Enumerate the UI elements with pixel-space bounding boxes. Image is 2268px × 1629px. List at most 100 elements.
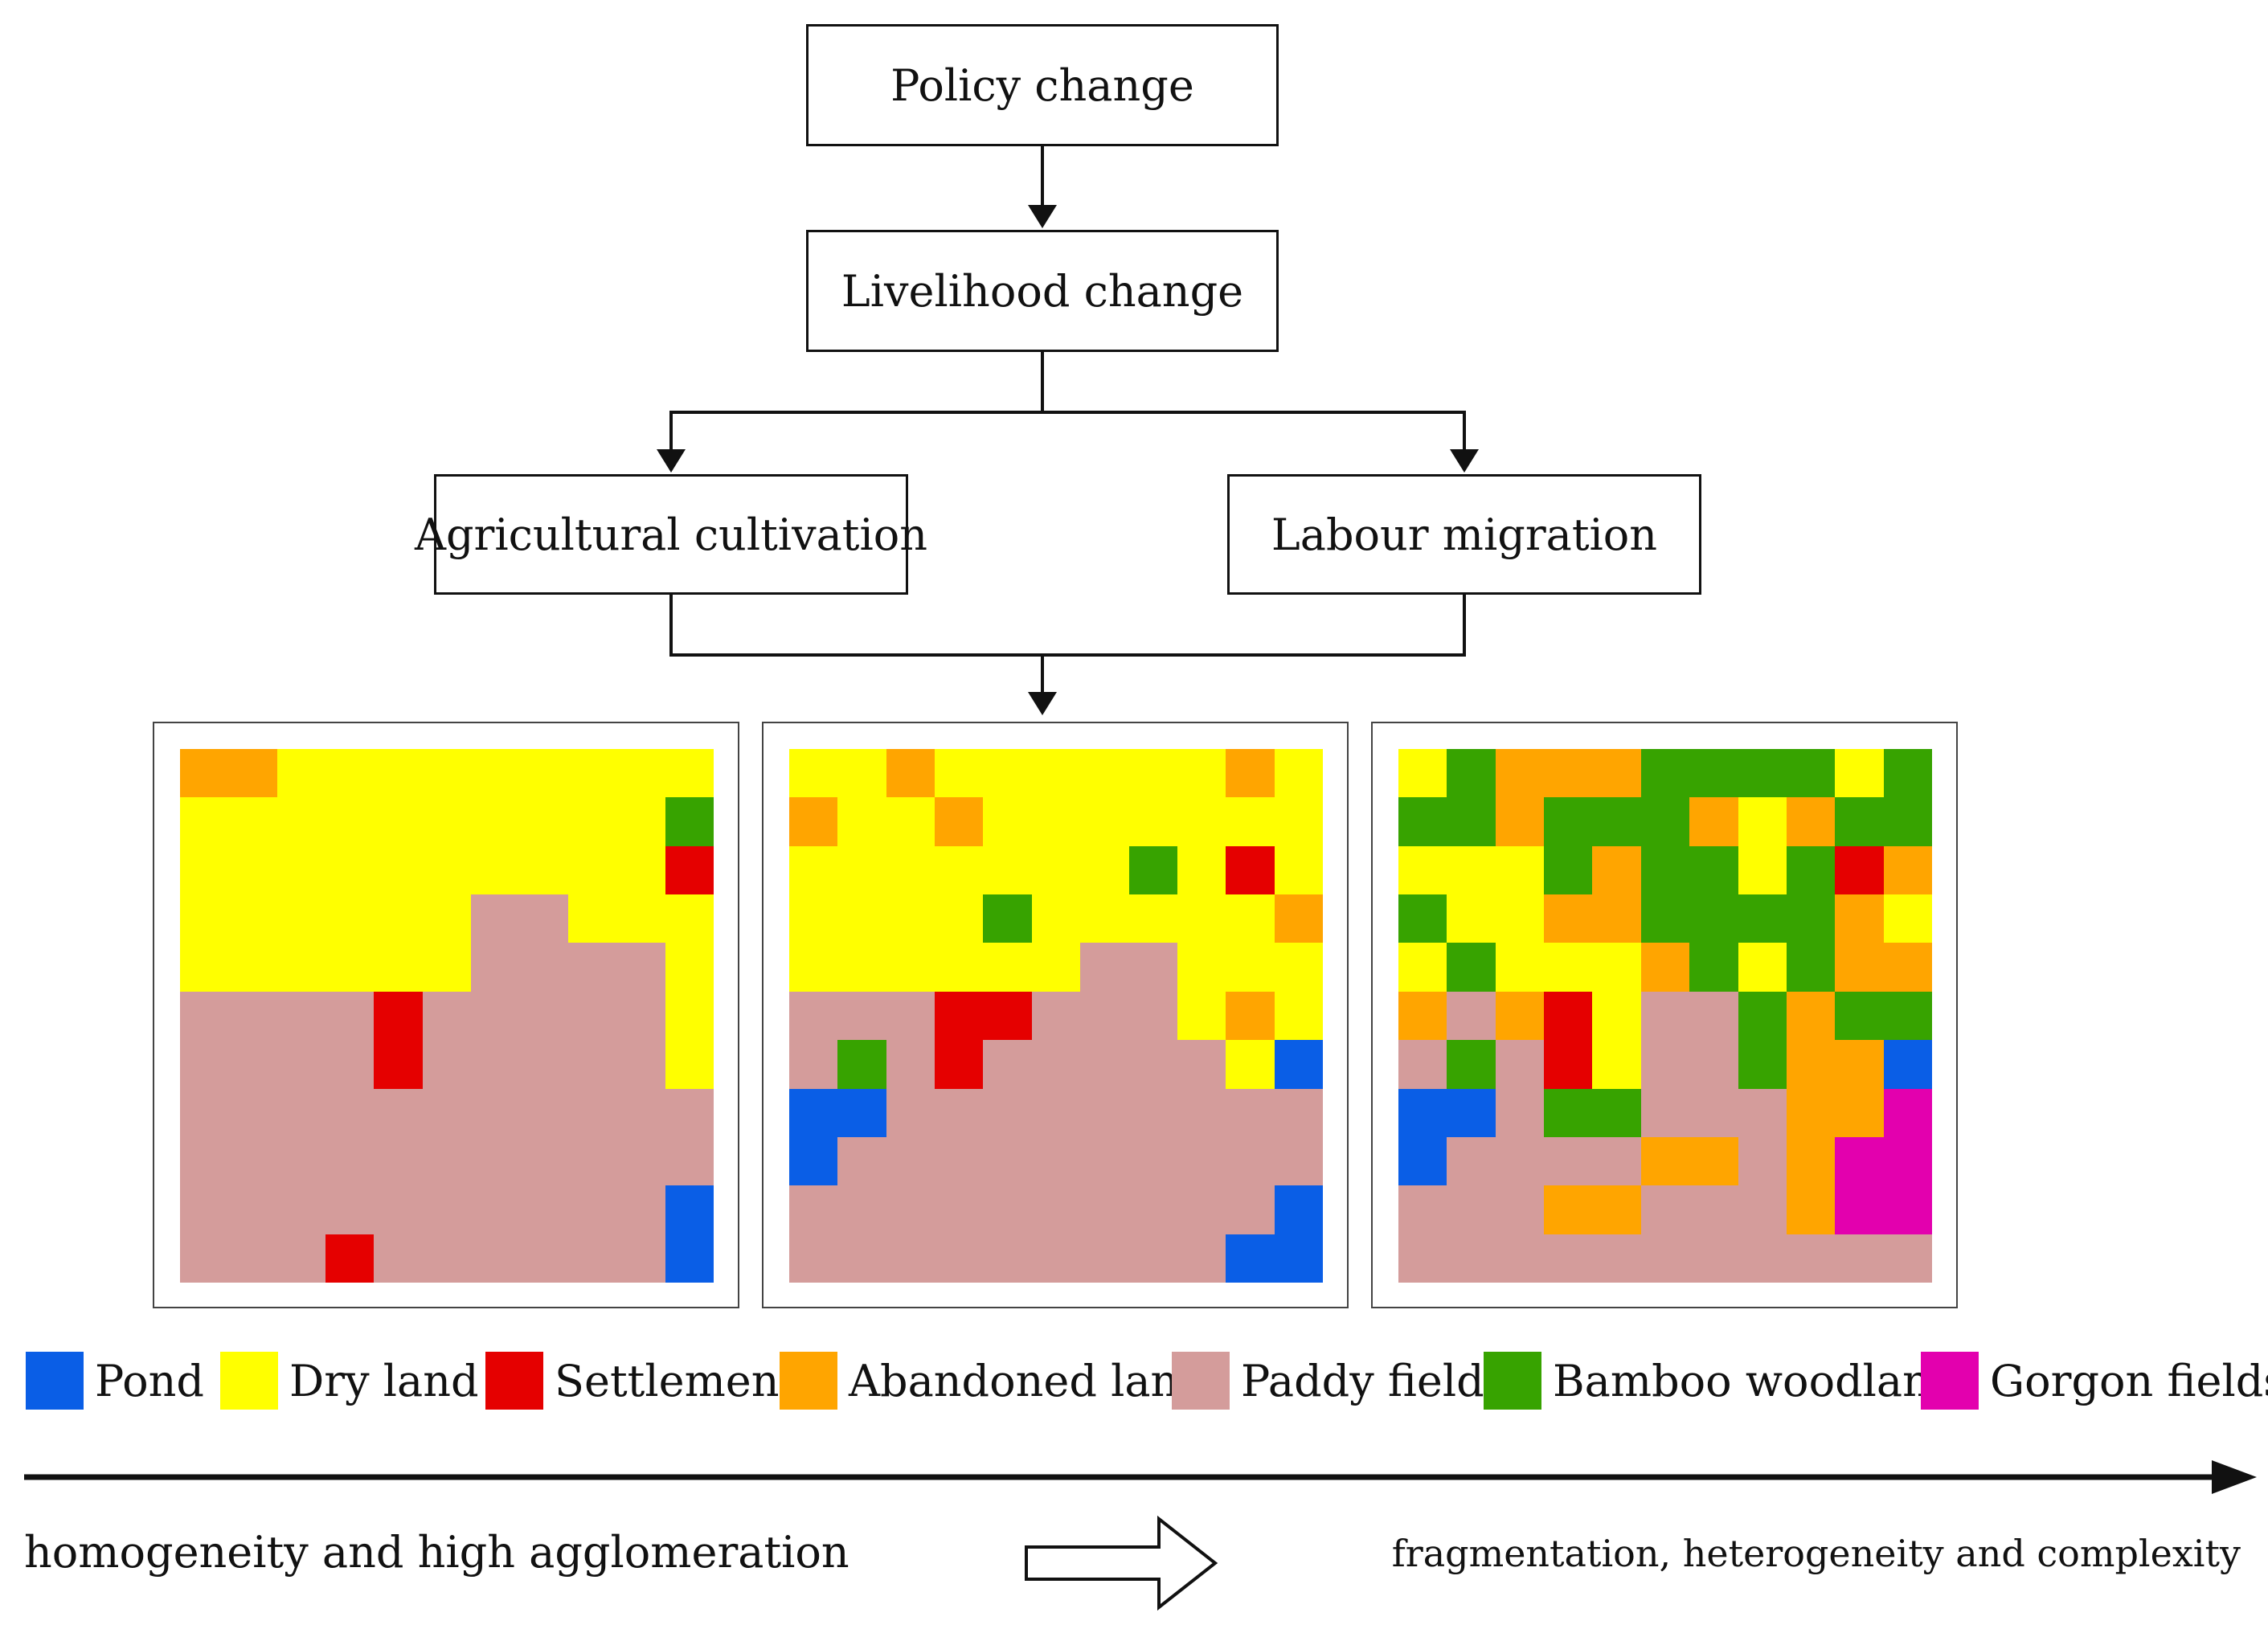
dry-land-cell [276,749,326,798]
left-caption: homogeneity and high agglomeration [24,1527,849,1578]
paddy-fields-cell [1177,1088,1226,1137]
paddy-fields-cell [1689,1088,1738,1137]
abandoned-land-cell [935,797,984,846]
paddy-fields-cell [837,991,886,1041]
dry-land-cell [567,797,617,846]
paddy-fields-cell [519,991,568,1041]
pond-cell [1398,1088,1447,1137]
paddy-fields-cell [1398,1040,1447,1089]
settlements-cell [935,991,984,1041]
paddy-fields-cell [567,1136,617,1186]
paddy-fields-cell [1835,1234,1884,1283]
dry-land-cell [325,845,375,895]
paddy-fields-cell [886,1185,935,1234]
paddy-fields-cell [886,1234,935,1283]
right-caption: fragmentation, heterogeneity and complex… [1391,1532,2241,1575]
pond-cell [789,1136,838,1186]
dry-land-cell [1738,943,1787,992]
dry-land-cell [1398,845,1447,895]
paddy-fields-cell [519,1136,568,1186]
paddy-fields-cell [1447,991,1496,1041]
paddy-fields-cell [1738,1136,1787,1186]
abandoned-land-cell [1835,894,1884,943]
paddy-fields-cell [180,1185,229,1234]
gorgon-fields-cell [1883,1088,1932,1137]
paddy-fields-cell [1128,1040,1177,1089]
dry-land-cell [616,749,665,798]
dry-land-cell [1080,845,1129,895]
pond-cell [837,1088,886,1137]
bamboo-woodland-cell [1786,845,1836,895]
dry-land-cell [1883,894,1932,943]
paddy-fields-cell [228,1234,277,1283]
dry-land-cell [1495,943,1545,992]
legend-item-abandoned-land: Abandoned land [780,1349,1206,1413]
paddy-fields-cell [1447,1234,1496,1283]
bamboo-woodland-cell [1738,991,1787,1041]
bamboo-woodland-cell [1398,797,1447,846]
paddy-fields-cell [616,1185,665,1234]
paddy-fields-cell [1226,1088,1275,1137]
bamboo-woodland-cell [1544,1088,1593,1137]
dry-land-cell [1080,749,1129,798]
paddy-fields-cell [1226,1136,1275,1186]
paddy-fields-swatch [1172,1352,1230,1410]
paddy-fields-cell [1031,1040,1081,1089]
abandoned-land-cell [1544,894,1593,943]
legend-label-bamboo-woodland: Bamboo woodland [1553,1355,1959,1406]
bamboo-woodland-cell [983,894,1032,943]
paddy-fields-cell [983,1185,1032,1234]
settlements-swatch [485,1352,543,1410]
settlements-cell [374,1040,423,1089]
dry-land-cell [935,749,984,798]
abandoned-land-cell [1544,749,1593,798]
paddy-fields-cell [1495,1234,1545,1283]
abandoned-land-cell [1640,1136,1690,1186]
paddy-fields-cell [1592,1234,1641,1283]
dry-land-cell [276,845,326,895]
dry-land-cell [1177,894,1226,943]
abandoned-land-cell [1495,797,1545,846]
dry-land-cell [837,797,886,846]
paddy-fields-cell [1031,1234,1081,1283]
dry-land-cell [276,797,326,846]
paddy-fields-cell [1640,1088,1690,1137]
dry-land-cell [1495,845,1545,895]
dry-land-cell [1177,749,1226,798]
dry-land-cell [837,845,886,895]
bamboo-woodland-cell [1883,749,1932,798]
dry-land-cell [935,943,984,992]
dry-land-cell [886,845,935,895]
paddy-fields-cell [616,1234,665,1283]
dry-land-cell [789,894,838,943]
dry-land-cell [1274,797,1323,846]
dry-land-cell [1226,943,1275,992]
paddy-fields-cell [665,1088,714,1137]
dry-land-cell [180,797,229,846]
dry-land-cell [616,845,665,895]
dry-land-cell [519,749,568,798]
bamboo-woodland-cell [1447,1040,1496,1089]
gorgon-fields-swatch [1921,1352,1979,1410]
paddy-fields-cell [471,991,520,1041]
settlements-cell [935,1040,984,1089]
legend-item-settlements: Settlements [485,1349,819,1413]
abandoned-land-cell [1495,749,1545,798]
paddy-fields-cell [567,1088,617,1137]
land-use-map-1 [153,722,739,1308]
paddy-fields-cell [1128,943,1177,992]
dry-land-cell [983,749,1032,798]
paddy-fields-cell [422,991,472,1041]
paddy-fields-cell [1495,1185,1545,1234]
dry-land-cell [1128,894,1177,943]
settlements-cell [1544,1040,1593,1089]
legend-item-paddy-fields: Paddy fields [1172,1349,1506,1413]
paddy-fields-cell [519,894,568,943]
dry-land-cell [665,943,714,992]
paddy-fields-cell [519,1185,568,1234]
paddy-fields-cell [276,1136,326,1186]
paddy-fields-cell [789,1040,838,1089]
paddy-fields-cell [228,1136,277,1186]
paddy-fields-cell [1689,1185,1738,1234]
dry-land-cell [276,943,326,992]
